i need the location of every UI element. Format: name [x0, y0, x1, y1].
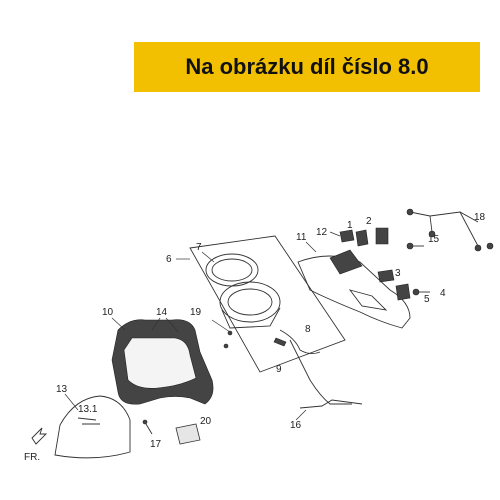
- label-18: 18: [474, 212, 486, 223]
- connector-2: [375, 227, 389, 245]
- part-number-banner: Na obrázku díl číslo 8.0: [134, 42, 480, 92]
- rear-cover-11: [297, 249, 411, 329]
- label-4: 4: [440, 288, 446, 299]
- label-10: 10: [102, 307, 114, 318]
- connector-3: [377, 269, 395, 283]
- screw-17: [142, 419, 153, 435]
- connector-1: [355, 229, 369, 247]
- front-cover-10: [111, 319, 214, 405]
- label-8: 8: [305, 324, 311, 335]
- label-2: 2: [366, 216, 372, 227]
- front-direction-arrow: [31, 427, 48, 445]
- label-1: 1: [347, 220, 353, 231]
- wire-harness-8: [273, 329, 321, 355]
- meter-cover-7: [205, 253, 259, 287]
- label-7: 7: [196, 242, 202, 253]
- label-11: 11: [296, 232, 307, 243]
- label-5: 5: [424, 294, 430, 305]
- clip-12: [339, 229, 355, 243]
- label-15: 15: [428, 234, 440, 245]
- label-12: 12: [316, 227, 328, 238]
- label-14: 14: [156, 307, 168, 318]
- label-3: 3: [395, 268, 401, 279]
- instrument-group-6: [189, 235, 346, 373]
- label-6: 6: [166, 254, 172, 265]
- label-20: 20: [200, 416, 212, 427]
- screws-19: [211, 319, 233, 349]
- label-16: 16: [290, 420, 302, 431]
- plate-20: [175, 423, 201, 445]
- label-17: 17: [150, 439, 162, 450]
- bolt-4: [412, 288, 430, 296]
- harness-18: [406, 208, 494, 252]
- label-13-1: 13.1: [78, 404, 98, 415]
- label-9: 9: [276, 364, 282, 375]
- bolt-15: [406, 242, 424, 250]
- label-fr: FR.: [24, 452, 40, 463]
- label-19: 19: [190, 307, 202, 318]
- banner-text: Na obrázku díl číslo 8.0: [185, 54, 429, 79]
- cable-16: [295, 399, 363, 421]
- clip-5: [395, 283, 411, 301]
- meter-body: [219, 281, 281, 329]
- cable-9: [289, 339, 352, 405]
- label-13: 13: [56, 384, 68, 395]
